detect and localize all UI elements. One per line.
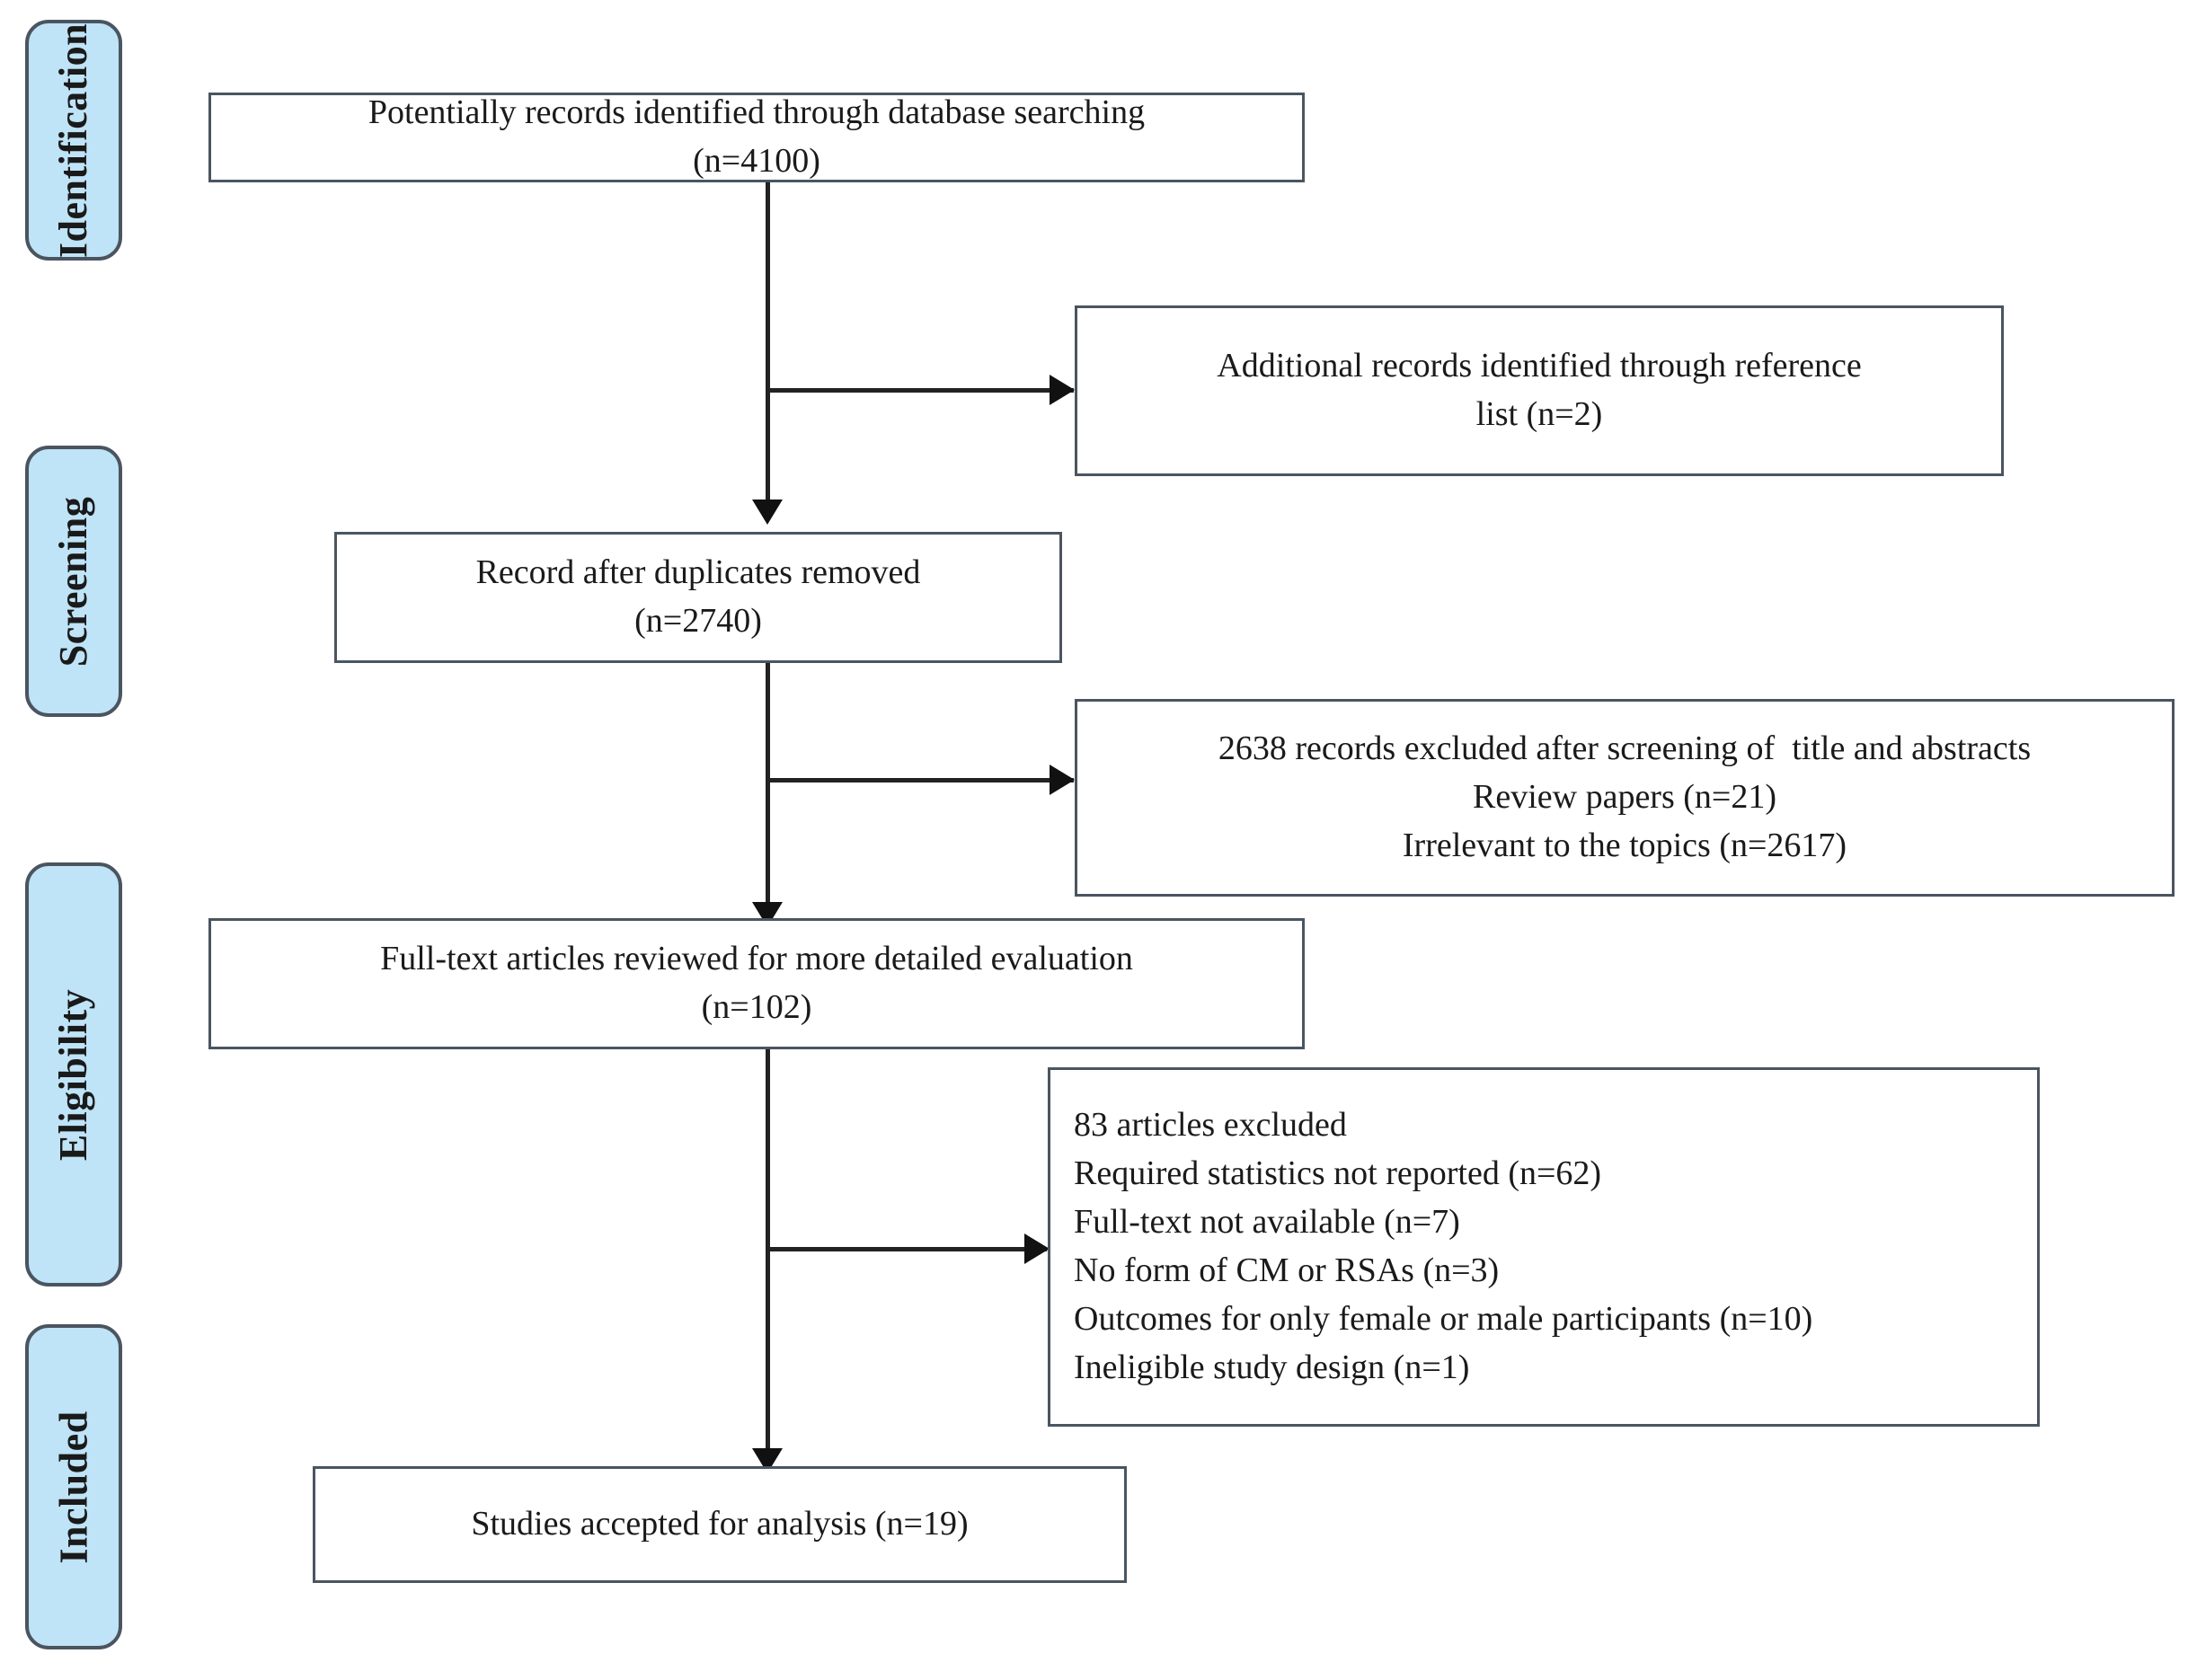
box-records-excluded-screening-line-1: 2638 records excluded after screening of… [1218, 729, 2032, 768]
arrow-to-fulltext-excluded [1024, 1233, 1050, 1264]
box-records-excluded-screening: 2638 records excluded after screening of… [1075, 699, 2175, 897]
box-studies-accepted: Studies accepted for analysis (n=19) [313, 1466, 1127, 1583]
box-additional-records-line-2: list (n=2) [1475, 395, 1603, 433]
box-fulltext-excluded-line-3: Full-text not available (n=7) [1074, 1203, 1460, 1242]
box-records-excluded-screening-line-2: Review papers (n=21) [1473, 778, 1776, 817]
connector-identification-vertical [766, 182, 770, 501]
arrow-to-screening-excluded [1050, 765, 1075, 795]
connector-eligibility-vertical [766, 1049, 770, 1463]
box-additional-records-line-1: Additional records identified through re… [1217, 347, 1862, 385]
box-additional-records: Additional records identified through re… [1075, 305, 2004, 476]
box-records-excluded-screening-line-3: Irrelevant to the topics (n=2617) [1402, 826, 1847, 864]
box-fulltext-excluded-line-4: No form of CM or RSAs (n=3) [1074, 1251, 1500, 1289]
arrow-to-additional-records [1050, 375, 1075, 405]
arrow-to-after-duplicates [752, 500, 783, 525]
box-fulltext-excluded-line-2: Required statistics not reported (n=62) [1074, 1154, 1602, 1193]
stage-label-included: Included [51, 1410, 96, 1564]
box-fulltext-excluded-line-6: Ineligible study design (n=1) [1074, 1348, 1470, 1386]
stage-pill-included: Included [25, 1324, 122, 1649]
box-fulltext-excluded: 83 articles excluded Required statistics… [1048, 1067, 2040, 1427]
box-fulltext-reviewed: Full-text articles reviewed for more det… [208, 918, 1305, 1049]
connector-to-additional-records [768, 388, 1074, 393]
box-records-identified-line-1: Potentially records identified through d… [368, 93, 1146, 132]
stage-label-identification: Identification [51, 22, 96, 258]
box-records-identified-line-2: (n=4100) [693, 142, 820, 180]
box-records-after-duplicates-line-1: Record after duplicates removed [475, 553, 921, 592]
stage-label-eligibility: Eligibility [51, 988, 96, 1161]
box-records-identified: Potentially records identified through d… [208, 93, 1305, 182]
stage-pill-identification: Identification [25, 20, 122, 261]
stage-pill-screening: Screening [25, 446, 122, 717]
box-studies-accepted-line-1: Studies accepted for analysis (n=19) [471, 1505, 969, 1543]
connector-to-fulltext-excluded [768, 1247, 1047, 1251]
box-records-after-duplicates: Record after duplicates removed (n=2740) [334, 532, 1062, 663]
box-fulltext-reviewed-line-1: Full-text articles reviewed for more det… [380, 940, 1133, 978]
connector-to-screening-excluded [768, 778, 1074, 783]
connector-screening-vertical [766, 663, 770, 915]
stage-label-screening: Screening [51, 496, 96, 667]
box-fulltext-excluded-line-5: Outcomes for only female or male partici… [1074, 1299, 1813, 1338]
box-fulltext-excluded-line-1: 83 articles excluded [1074, 1106, 1347, 1145]
box-fulltext-reviewed-line-2: (n=102) [701, 988, 812, 1026]
stage-pill-eligibility: Eligibility [25, 862, 122, 1287]
box-records-after-duplicates-line-2: (n=2740) [634, 602, 762, 640]
